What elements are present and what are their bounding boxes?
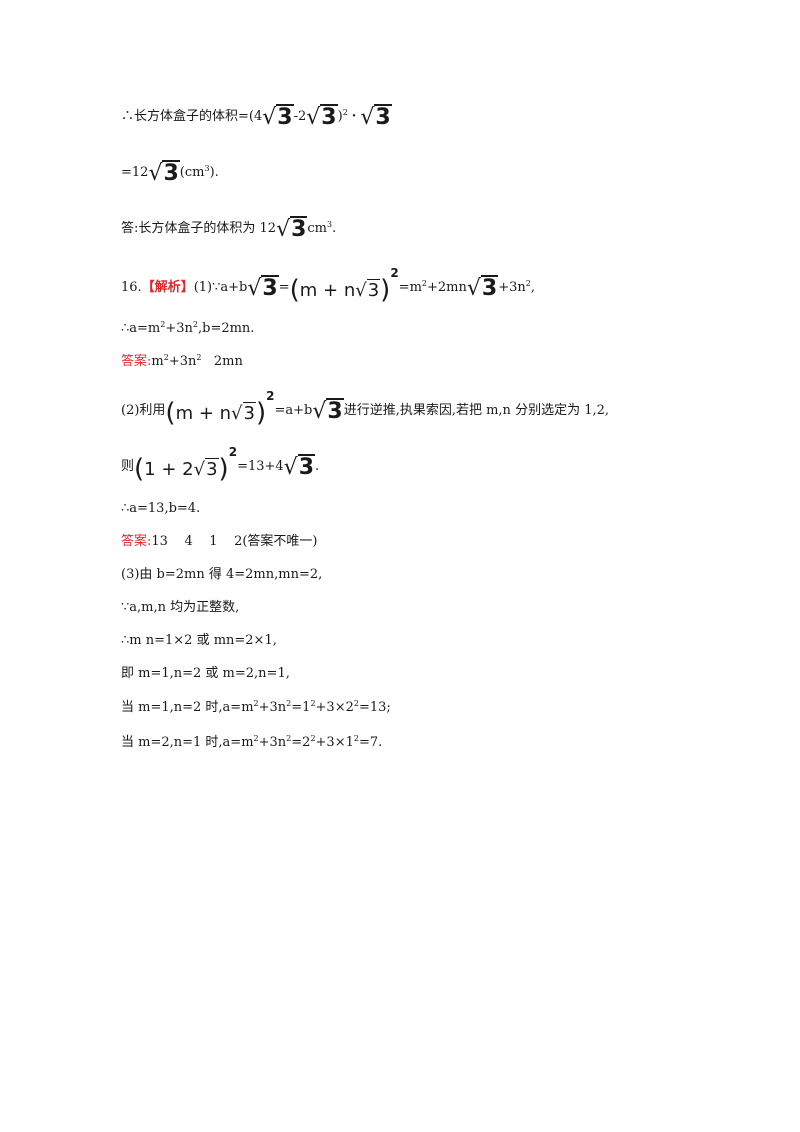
analysis-tag: 【解析】 bbox=[141, 280, 194, 295]
text-segment: ∴a=m bbox=[121, 321, 161, 336]
text-segment: m bbox=[151, 354, 164, 369]
part2-line: (2)利用(m + n√3)2=a+b√3进行逆推,执果索因,若把 m,n 分别… bbox=[121, 390, 610, 428]
a-b-values-line: ∴a=13,b=4. bbox=[121, 501, 201, 516]
text-segment: +3×1 bbox=[315, 735, 354, 750]
text-segment: (1)∵a+b bbox=[193, 280, 248, 295]
superscript: 2 bbox=[253, 699, 259, 708]
text-segment: +3n bbox=[165, 321, 193, 336]
text-segment: , bbox=[530, 280, 536, 295]
text-segment: (2)利用 bbox=[121, 403, 166, 418]
text-segment: =7. bbox=[358, 735, 383, 750]
superscript: 2 bbox=[192, 320, 198, 329]
sqrt-3-formula: √3 bbox=[312, 398, 344, 424]
text-segment: 当 m=1,n=2 时,a=m bbox=[121, 700, 254, 715]
text-segment: . bbox=[332, 221, 337, 236]
text-segment: . bbox=[315, 459, 320, 474]
superscript: 2 bbox=[196, 353, 202, 362]
sqrt-3-formula: √3 bbox=[262, 104, 294, 130]
sqrt-3-formula: √3 bbox=[306, 104, 338, 130]
sqrt-3-formula: √3 bbox=[247, 275, 279, 301]
positive-integer-line: ∵a,m,n 均为正整数, bbox=[121, 600, 240, 615]
sqrt-3-formula: √3 bbox=[466, 275, 499, 301]
sqrt-3-formula: √3 bbox=[276, 216, 308, 242]
text-segment: ) bbox=[337, 109, 343, 124]
a-b-expression-line: ∴a=m2+3n2,b=2mn. bbox=[121, 320, 255, 336]
m-plus-n-sqrt3-formula: (m + n√3) bbox=[165, 398, 267, 428]
text-segment: =1 bbox=[291, 700, 311, 715]
superscript: 2 bbox=[353, 734, 359, 743]
text-segment: 进行逆推,执果索因,若把 m,n 分别选定为 1,2, bbox=[343, 403, 610, 418]
text-segment: ,b=2mn. bbox=[197, 321, 255, 336]
text-segment: =13; bbox=[358, 700, 391, 715]
case1-line: 当 m=1,n=2 时,a=m2+3n2=12+3×22=13; bbox=[121, 699, 391, 715]
superscript: 2 bbox=[253, 734, 259, 743]
text-segment: =a+b bbox=[274, 403, 313, 418]
superscript: 2 bbox=[342, 108, 348, 117]
text-segment: +3n bbox=[498, 280, 526, 295]
text-segment: +3n bbox=[258, 700, 287, 715]
text-segment: =2 bbox=[291, 735, 311, 750]
text-segment: =12 bbox=[121, 165, 149, 180]
answer-volume-line: 答:长方体盒子的体积为 12√3cm3. bbox=[121, 216, 336, 242]
superscript: 2 bbox=[525, 279, 531, 288]
superscript: 2 bbox=[266, 389, 275, 403]
answer-1-line: 答案:m2+3n2 2mn bbox=[121, 353, 243, 369]
text-segment: +3n bbox=[168, 354, 197, 369]
problem-number: 16. bbox=[121, 280, 142, 295]
superscript: 3 bbox=[327, 220, 333, 229]
text-segment: +3×2 bbox=[315, 700, 354, 715]
superscript: 3 bbox=[204, 164, 210, 173]
text-segment: ). bbox=[209, 165, 219, 180]
text-segment: 13 4 1 2(答案不唯一) bbox=[151, 534, 318, 549]
volume-expression-line: ∴长方体盒子的体积=(4√3-2√3)2·√3 bbox=[121, 104, 392, 130]
mn-values-line: 即 m=1,n=2 或 m=2,n=1, bbox=[121, 666, 290, 681]
text-segment: -2 bbox=[293, 109, 307, 124]
text-segment: =13+4 bbox=[237, 459, 284, 474]
multiply-dot: · bbox=[351, 109, 357, 124]
sqrt-3-formula: √3 bbox=[360, 104, 392, 130]
superscript: 2 bbox=[286, 734, 292, 743]
part3-line: (3)由 b=2mn 得 4=2mn,mn=2, bbox=[121, 567, 323, 582]
text-segment: =m bbox=[398, 280, 422, 295]
m-plus-n-sqrt3-formula: (m + n√3) bbox=[289, 275, 391, 305]
text-segment: +2mn bbox=[427, 280, 467, 295]
superscript: 2 bbox=[228, 445, 238, 459]
answer-label: 答案: bbox=[121, 354, 152, 369]
text-segment: 当 m=2,n=1 时,a=m bbox=[121, 735, 254, 750]
part2-result-line: 则(1 + 2√3)2=13+4√3. bbox=[121, 446, 320, 484]
mn-factor-line: ∴m n=1×2 或 mn=2×1, bbox=[121, 633, 277, 648]
text-segment: cm bbox=[307, 221, 328, 236]
superscript: 2 bbox=[421, 279, 428, 288]
superscript: 2 bbox=[353, 699, 359, 708]
case2-line: 当 m=2,n=1 时,a=m2+3n2=22+3×12=7. bbox=[121, 734, 383, 750]
problem-16-part1-line: 16.【解析】(1)∵a+b√3=(m + n√3)2=m2+2mn√3+3n2… bbox=[121, 267, 536, 305]
superscript: 2 bbox=[163, 353, 169, 362]
text-segment: +3n bbox=[258, 735, 287, 750]
volume-result-line: =12√3(cm3). bbox=[121, 160, 219, 186]
text-segment: 答:长方体盒子的体积为 12 bbox=[121, 221, 277, 236]
answer-label: 答案: bbox=[121, 534, 152, 549]
text-segment: 则 bbox=[121, 459, 135, 474]
one-plus-two-sqrt3-formula: (1 + 2√3) bbox=[134, 454, 229, 484]
sqrt-3-formula: √3 bbox=[283, 454, 316, 480]
superscript: 2 bbox=[390, 266, 399, 280]
text-segment: ∴长方体盒子的体积=(4 bbox=[121, 109, 263, 124]
superscript: 2 bbox=[286, 699, 292, 708]
superscript: 2 bbox=[310, 699, 316, 708]
answer-2-line: 答案:13 4 1 2(答案不唯一) bbox=[121, 535, 317, 548]
superscript: 2 bbox=[160, 320, 166, 329]
superscript: 2 bbox=[310, 734, 316, 743]
text-segment: (cm bbox=[179, 165, 205, 180]
text-segment: = bbox=[278, 280, 290, 295]
text-segment: 2mn bbox=[201, 354, 243, 369]
sqrt-3-formula: √3 bbox=[148, 160, 180, 186]
